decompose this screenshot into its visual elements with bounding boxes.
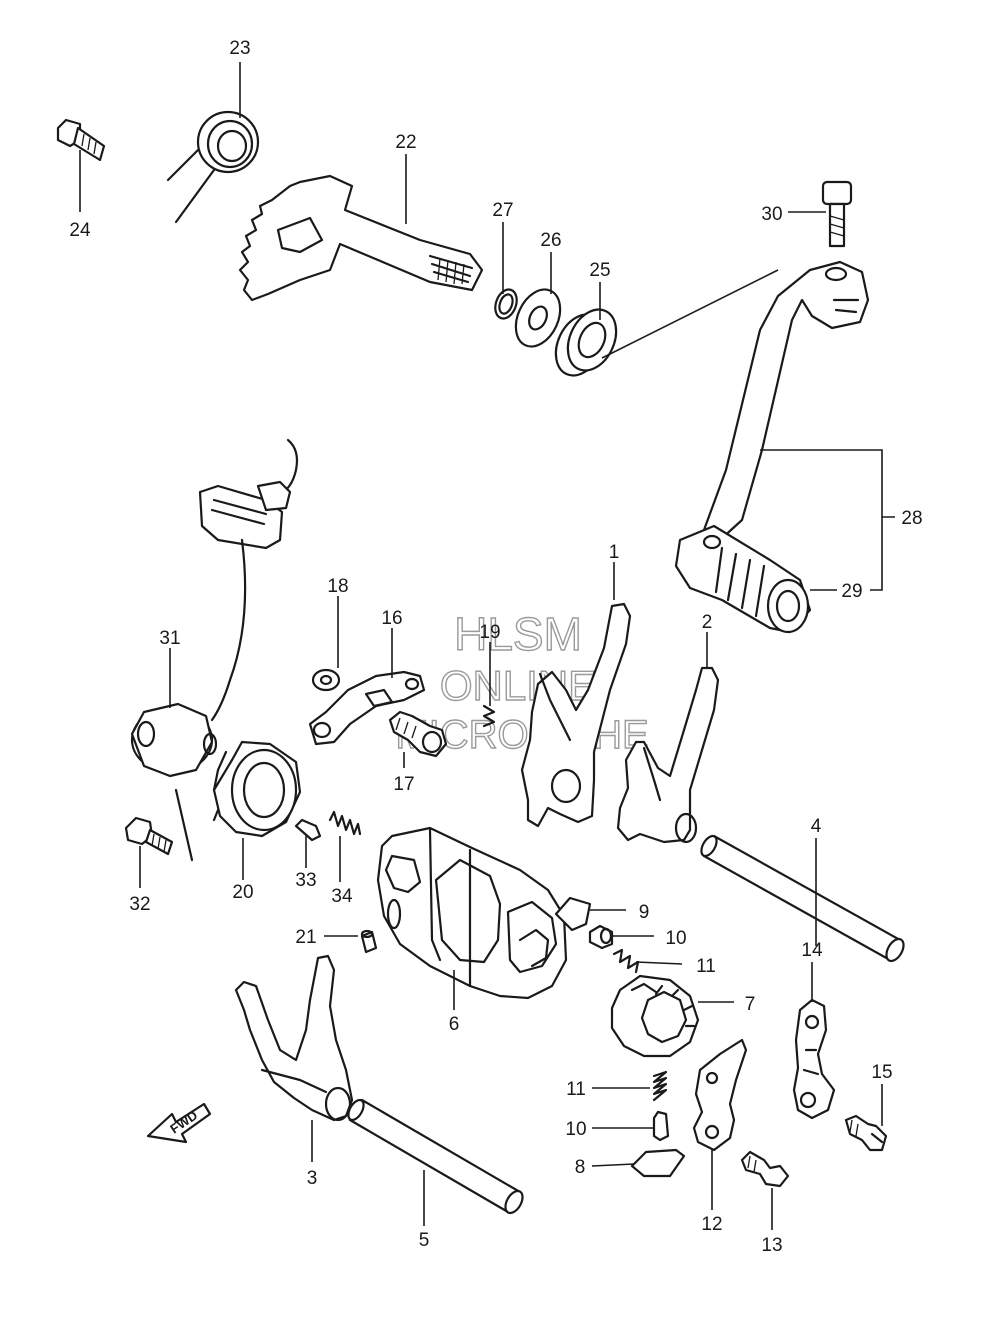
part-12-guide-plate [692,1038,748,1152]
part-27-clip [494,288,518,320]
part-3-shift-fork [234,954,354,1122]
callout-22: 22 [395,132,416,153]
callout-14: 14 [801,940,823,961]
callout-17: 17 [393,774,414,795]
part-31-gear-position-switch [130,438,299,862]
callout-11-upper: 11 [696,956,716,977]
callout-7: 7 [745,994,756,1015]
part-10-pin-lower [652,1110,670,1142]
part-9-pin [554,896,592,932]
part-1-shift-fork [520,602,632,828]
part-17-bolt [388,710,448,758]
callout-1: 1 [609,542,620,563]
callout-25: 25 [589,260,610,281]
part-5-fork-shaft [347,1098,524,1215]
part-6-shift-drum [376,826,568,1000]
part-33-pin [294,818,322,842]
part-30-bolt [821,180,853,248]
leader-lines [79,62,895,1230]
callout-10-lower: 10 [565,1119,586,1140]
callout-33: 33 [295,870,316,891]
part-16-stopper-arm [308,670,426,746]
callout-6: 6 [449,1014,460,1035]
part-21-pin [360,929,378,954]
callout-27: 27 [492,200,513,221]
callout-20: 20 [232,882,253,903]
callout-31: 31 [159,628,180,649]
callout-26: 26 [540,230,561,251]
part-11-spring-upper [612,948,640,974]
callout-5: 5 [419,1230,430,1251]
callout-29: 29 [841,581,862,602]
callout-28: 28 [901,508,922,529]
part-4-fork-shaft [700,834,905,963]
callout-23: 23 [229,38,250,59]
part-8-pawl [630,1148,686,1178]
callout-3: 3 [307,1168,318,1189]
callout-numbers: 23 24 22 27 26 25 30 28 29 1 2 18 16 17 … [69,38,922,1256]
part-13-screw [740,1150,790,1188]
callout-34: 34 [331,886,353,907]
part-11-spring-lower [652,1070,668,1102]
callout-15: 15 [871,1062,892,1083]
part-24-bolt [56,118,106,162]
callout-18: 18 [327,576,348,597]
callout-21: 21 [295,927,316,948]
callout-4: 4 [811,816,822,837]
part-22-shift-shaft [238,174,484,302]
part-10-pin-upper [588,924,614,950]
callout-30: 30 [761,204,782,225]
callout-8: 8 [575,1157,586,1178]
callout-2: 2 [702,612,713,633]
part-25-oil-seal [554,308,618,377]
callout-9: 9 [639,902,650,923]
part-19-spring [482,704,496,728]
part-15-screw [844,1114,888,1152]
callout-12: 12 [701,1214,722,1235]
callout-32: 32 [129,894,150,915]
callout-24: 24 [69,220,91,241]
callout-11-lower: 11 [566,1079,586,1100]
part-23-spring [166,110,260,224]
part-14-plate [792,998,836,1120]
part-28-shift-lever [702,260,870,542]
part-20-cam-plate [212,740,302,838]
callout-13: 13 [761,1235,782,1256]
watermark-line-1: HLSM [454,608,582,660]
part-18-washer [311,668,341,692]
part-7-shift-cam [610,974,700,1058]
part-2-shift-fork [616,666,720,844]
part-34-spring [328,810,362,836]
part-32-bolt [124,816,174,856]
fwd-direction-arrow: FWD [146,1102,212,1144]
callout-10-upper: 10 [665,928,686,949]
part-29-lever-rubber [674,524,812,634]
callout-16: 16 [381,608,402,629]
callout-19: 19 [479,622,500,643]
